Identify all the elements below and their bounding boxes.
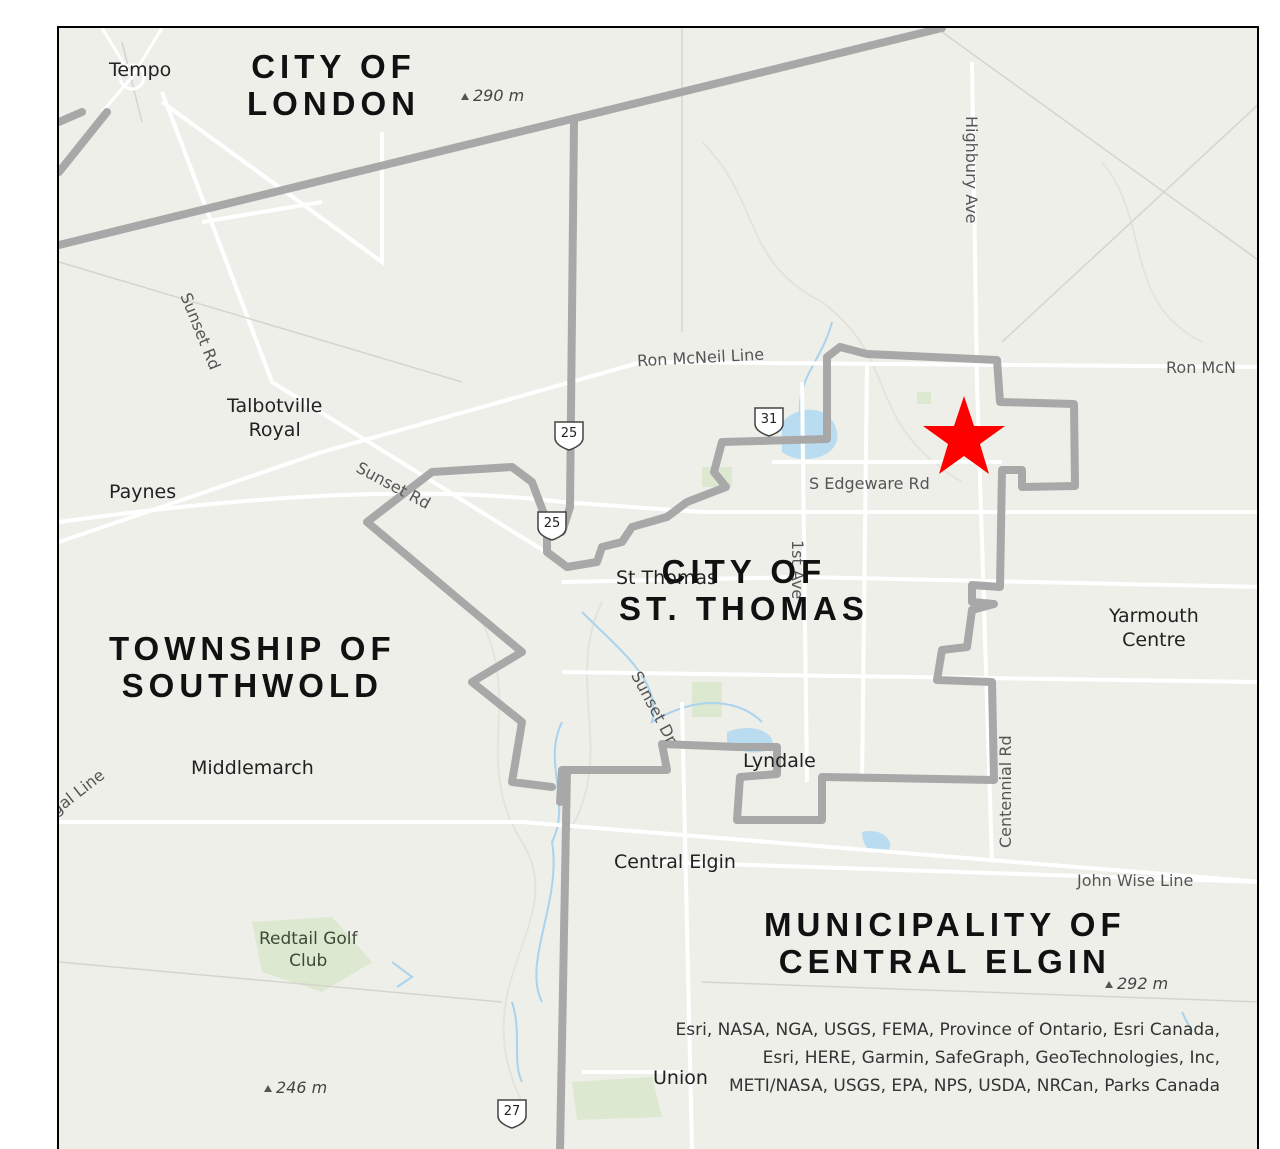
highway-25-shield-south: 25 bbox=[535, 508, 569, 542]
place-label-central-elgin: Central Elgin bbox=[614, 851, 736, 873]
place-label-tempo: Tempo bbox=[109, 59, 172, 81]
map-attribution: Esri, NASA, NGA, USGS, FEMA, Province of… bbox=[675, 1020, 1220, 1096]
place-label-yarmouth-centre: Yarmouth Centre bbox=[1109, 605, 1199, 651]
region-label-municipality-of-central-elgin: MUNICIPALITY OF CENTRAL ELGIN bbox=[764, 906, 1126, 980]
basemap bbox=[59, 28, 1257, 1149]
place-label-middlemarch: Middlemarch bbox=[191, 757, 314, 779]
road-label-centennial-rd: Centennial Rd bbox=[996, 735, 1015, 848]
golf-course-area bbox=[252, 917, 372, 992]
place-label-st-thomas: St Thomas bbox=[616, 567, 717, 589]
triangle-icon bbox=[461, 93, 469, 100]
road-label-s-edgeware-rd: S Edgeware Rd bbox=[809, 474, 930, 493]
road-label-john-wise-line: John Wise Line bbox=[1077, 871, 1194, 890]
place-label-talbotville-royal: Talbotville Royal bbox=[227, 395, 323, 441]
region-label-city-of-st-thomas: CITY OF ST. THOMAS bbox=[619, 553, 869, 627]
place-label-lyndale: Lyndale bbox=[743, 750, 816, 772]
region-label-township-of-southwold: TOWNSHIP OF SOUTHWOLD bbox=[109, 630, 396, 704]
st-thomas-boundary bbox=[556, 343, 1079, 824]
elevation-label-south: 246 m bbox=[264, 1078, 327, 1097]
place-label-union: Union bbox=[653, 1067, 708, 1089]
triangle-icon bbox=[1105, 981, 1113, 988]
road-label-ron-mcneil-east: Ron McN bbox=[1166, 358, 1236, 377]
map-frame: 31 25 25 27 Sunset Rd Sunset Rd Sunset D… bbox=[57, 26, 1259, 1149]
highway-27-shield: 27 bbox=[495, 1096, 529, 1130]
region-label-city-of-london: CITY OF LONDON bbox=[247, 48, 420, 122]
highway-25-shield: 25 bbox=[552, 418, 586, 452]
elevation-label-east: 292 m bbox=[1105, 974, 1168, 993]
elevation-label-north: 290 m bbox=[461, 86, 524, 105]
triangle-icon bbox=[264, 1085, 272, 1092]
municipal-boundaries bbox=[59, 28, 1079, 1149]
place-label-redtail-golf-club: Redtail Golf Club bbox=[259, 929, 358, 971]
road-network bbox=[59, 61, 1257, 1149]
highway-31-shield: 31 bbox=[752, 404, 786, 438]
london-boundary bbox=[59, 28, 946, 249]
star-icon bbox=[923, 396, 1005, 474]
road-label-highbury-ave: Highbury Ave bbox=[962, 116, 981, 224]
place-label-paynes: Paynes bbox=[109, 481, 177, 503]
